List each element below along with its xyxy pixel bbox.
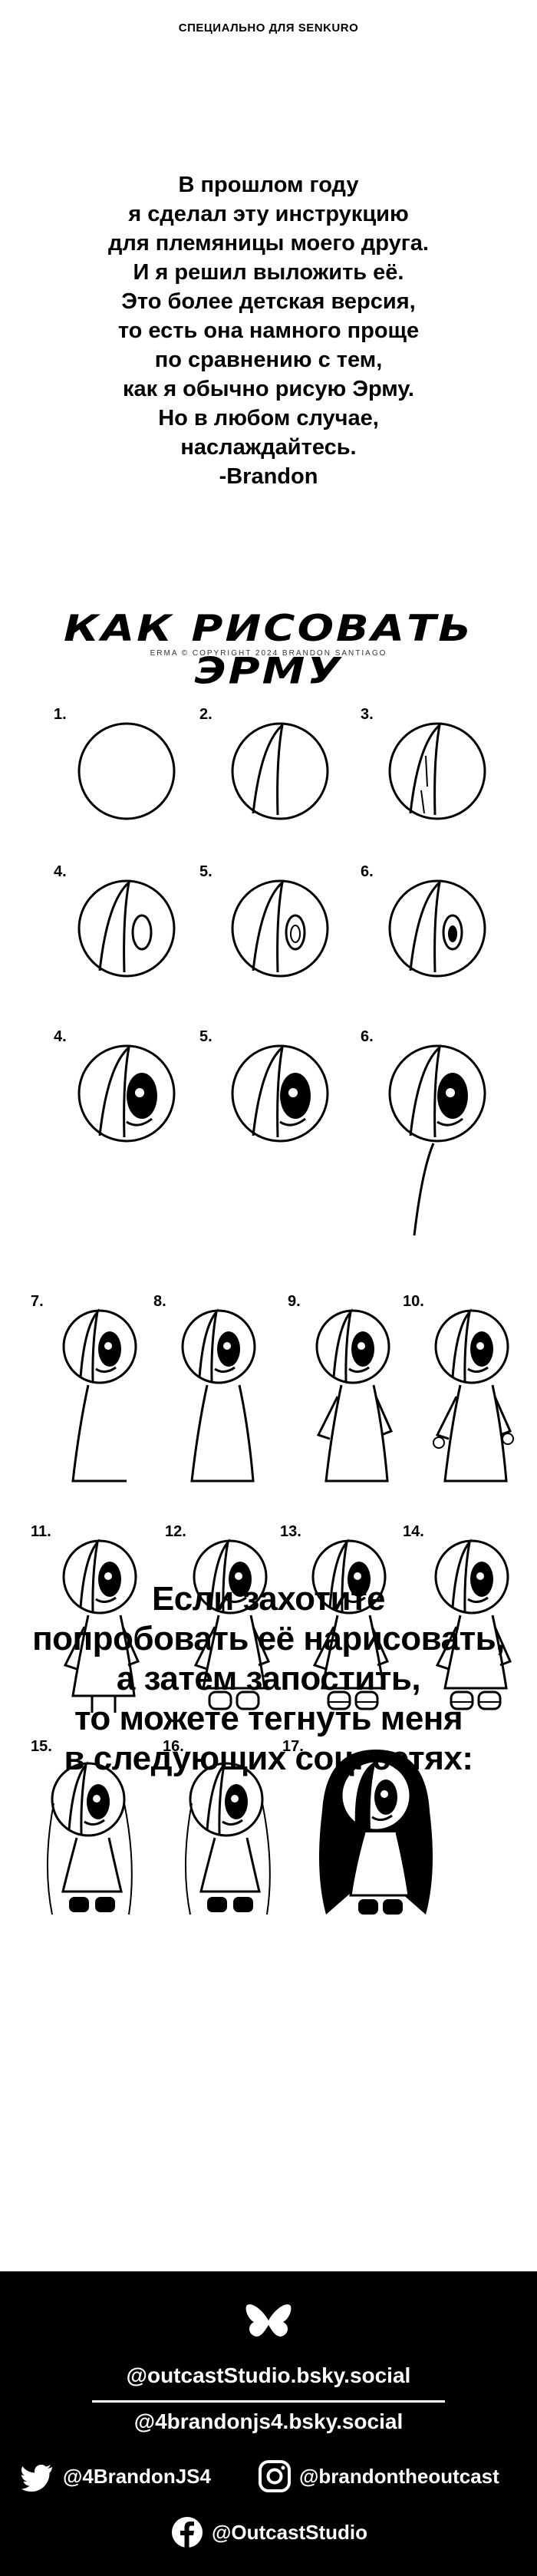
step-number: 9. <box>288 1293 301 1310</box>
step-number: 5. <box>199 1028 212 1045</box>
step-14-drawing <box>434 1538 512 1710</box>
facebook-handle: @OutcastStudio <box>212 2520 368 2544</box>
facebook-icon <box>172 2517 203 2548</box>
step-number: 17. <box>282 1738 304 1755</box>
step-5-drawing <box>231 879 329 978</box>
step-6b-drawing <box>388 1044 486 1236</box>
step-number: 10. <box>403 1293 424 1310</box>
step-9-drawing <box>315 1308 394 1483</box>
intro-line: И я решил выложить её. <box>133 260 404 285</box>
intro-line: по сравнению с тем, <box>154 348 383 372</box>
step-number: 4. <box>54 863 67 880</box>
step-15-drawing <box>46 1760 133 1915</box>
step-number: 1. <box>54 706 67 723</box>
step-number: 13. <box>280 1523 301 1540</box>
step-number: 3. <box>361 706 374 723</box>
step-number: 4. <box>54 1028 67 1045</box>
outro-line: Если захотите <box>151 1580 386 1618</box>
instagram-handle: @brandontheoutcast <box>299 2464 499 2488</box>
step-11-drawing <box>62 1538 140 1713</box>
outro-line: попробовать её нарисовать, <box>32 1620 505 1657</box>
step-number: 12. <box>165 1523 186 1540</box>
step-2-drawing <box>231 721 329 820</box>
intro-signature: -Brandon <box>219 464 318 489</box>
step-13-drawing <box>311 1538 390 1710</box>
step-12-drawing <box>193 1538 271 1710</box>
step-17-final-drawing <box>319 1750 433 1915</box>
twitter-bird-icon <box>21 2465 52 2492</box>
step-number: 7. <box>31 1293 44 1310</box>
instagram-icon <box>259 2460 291 2492</box>
step-number: 14. <box>403 1523 424 1540</box>
butterfly-icon <box>245 2304 292 2337</box>
step-7-drawing <box>62 1308 137 1483</box>
intro-line: Это более детская версия, <box>121 289 416 314</box>
step-number: 5. <box>199 863 212 880</box>
bsky-brandon-link[interactable]: @4brandonjs4.bsky.social <box>133 2409 404 2433</box>
step-10-drawing <box>433 1308 514 1483</box>
copyright-line: ERMA © COPYRIGHT 2024 BRANDON SANTIAGO <box>150 649 387 658</box>
facebook-link[interactable]: @OutcastStudio <box>170 2515 367 2549</box>
intro-line: для племяницы моего друга. <box>108 231 429 256</box>
twitter-handle: @4BrandonJS4 <box>63 2464 211 2488</box>
outro-line: то можете тегнуть меня <box>74 1700 463 1737</box>
step-3-drawing <box>388 721 486 820</box>
step-4-drawing <box>77 879 176 978</box>
outro-text: Если захотите попробовать её нарисовать,… <box>0 1579 537 1779</box>
instagram-link[interactable]: @brandontheoutcast <box>258 2459 499 2493</box>
outro-line: в следующих соц. сетях: <box>64 1740 473 1777</box>
step-number: 8. <box>153 1293 166 1310</box>
step-8-drawing <box>181 1308 256 1483</box>
intro-line: то есть она намного проще <box>117 318 420 343</box>
bsky-outcast-link[interactable]: @outcastStudio.bsky.social <box>126 2363 411 2387</box>
outro-line: а затем запостить, <box>116 1660 421 1697</box>
credit-line: СПЕЦИАЛЬНО ДЛЯ SENKURO <box>178 21 359 35</box>
step-number: 2. <box>199 706 212 723</box>
divider <box>92 2400 445 2403</box>
step-4b-drawing <box>77 1044 176 1143</box>
intro-line: наслаждайтесь. <box>180 435 357 460</box>
guide-title: КАК РИСОВАТЬ ЭРМУ <box>64 607 473 693</box>
drawing-steps: 1. 2. 3. 4. 5. 6. 4. 5. <box>0 691 537 1713</box>
step-number: 6. <box>361 1028 374 1045</box>
twitter-link[interactable]: @4BrandonJS4 <box>21 2459 211 2493</box>
step-6-drawing <box>388 879 486 978</box>
social-footer: @outcastStudio.bsky.social @4brandonjs4.… <box>0 2271 537 2576</box>
step-number: 16. <box>163 1738 184 1755</box>
step-1-drawing <box>77 722 176 820</box>
intro-line: я сделал эту инструкцию <box>128 202 409 226</box>
step-number: 11. <box>31 1523 51 1540</box>
intro-line: В прошлом году <box>178 173 359 197</box>
step-number: 6. <box>361 863 374 880</box>
step-5b-drawing <box>231 1044 329 1143</box>
intro-line: как я обычно рисую Эрму. <box>122 377 414 401</box>
step-16-drawing <box>184 1760 271 1915</box>
intro-line: Но в любом случае, <box>158 406 379 430</box>
intro-text: В прошлом году я сделал эту инструкцию д… <box>0 170 537 491</box>
step-number: 15. <box>31 1738 52 1755</box>
